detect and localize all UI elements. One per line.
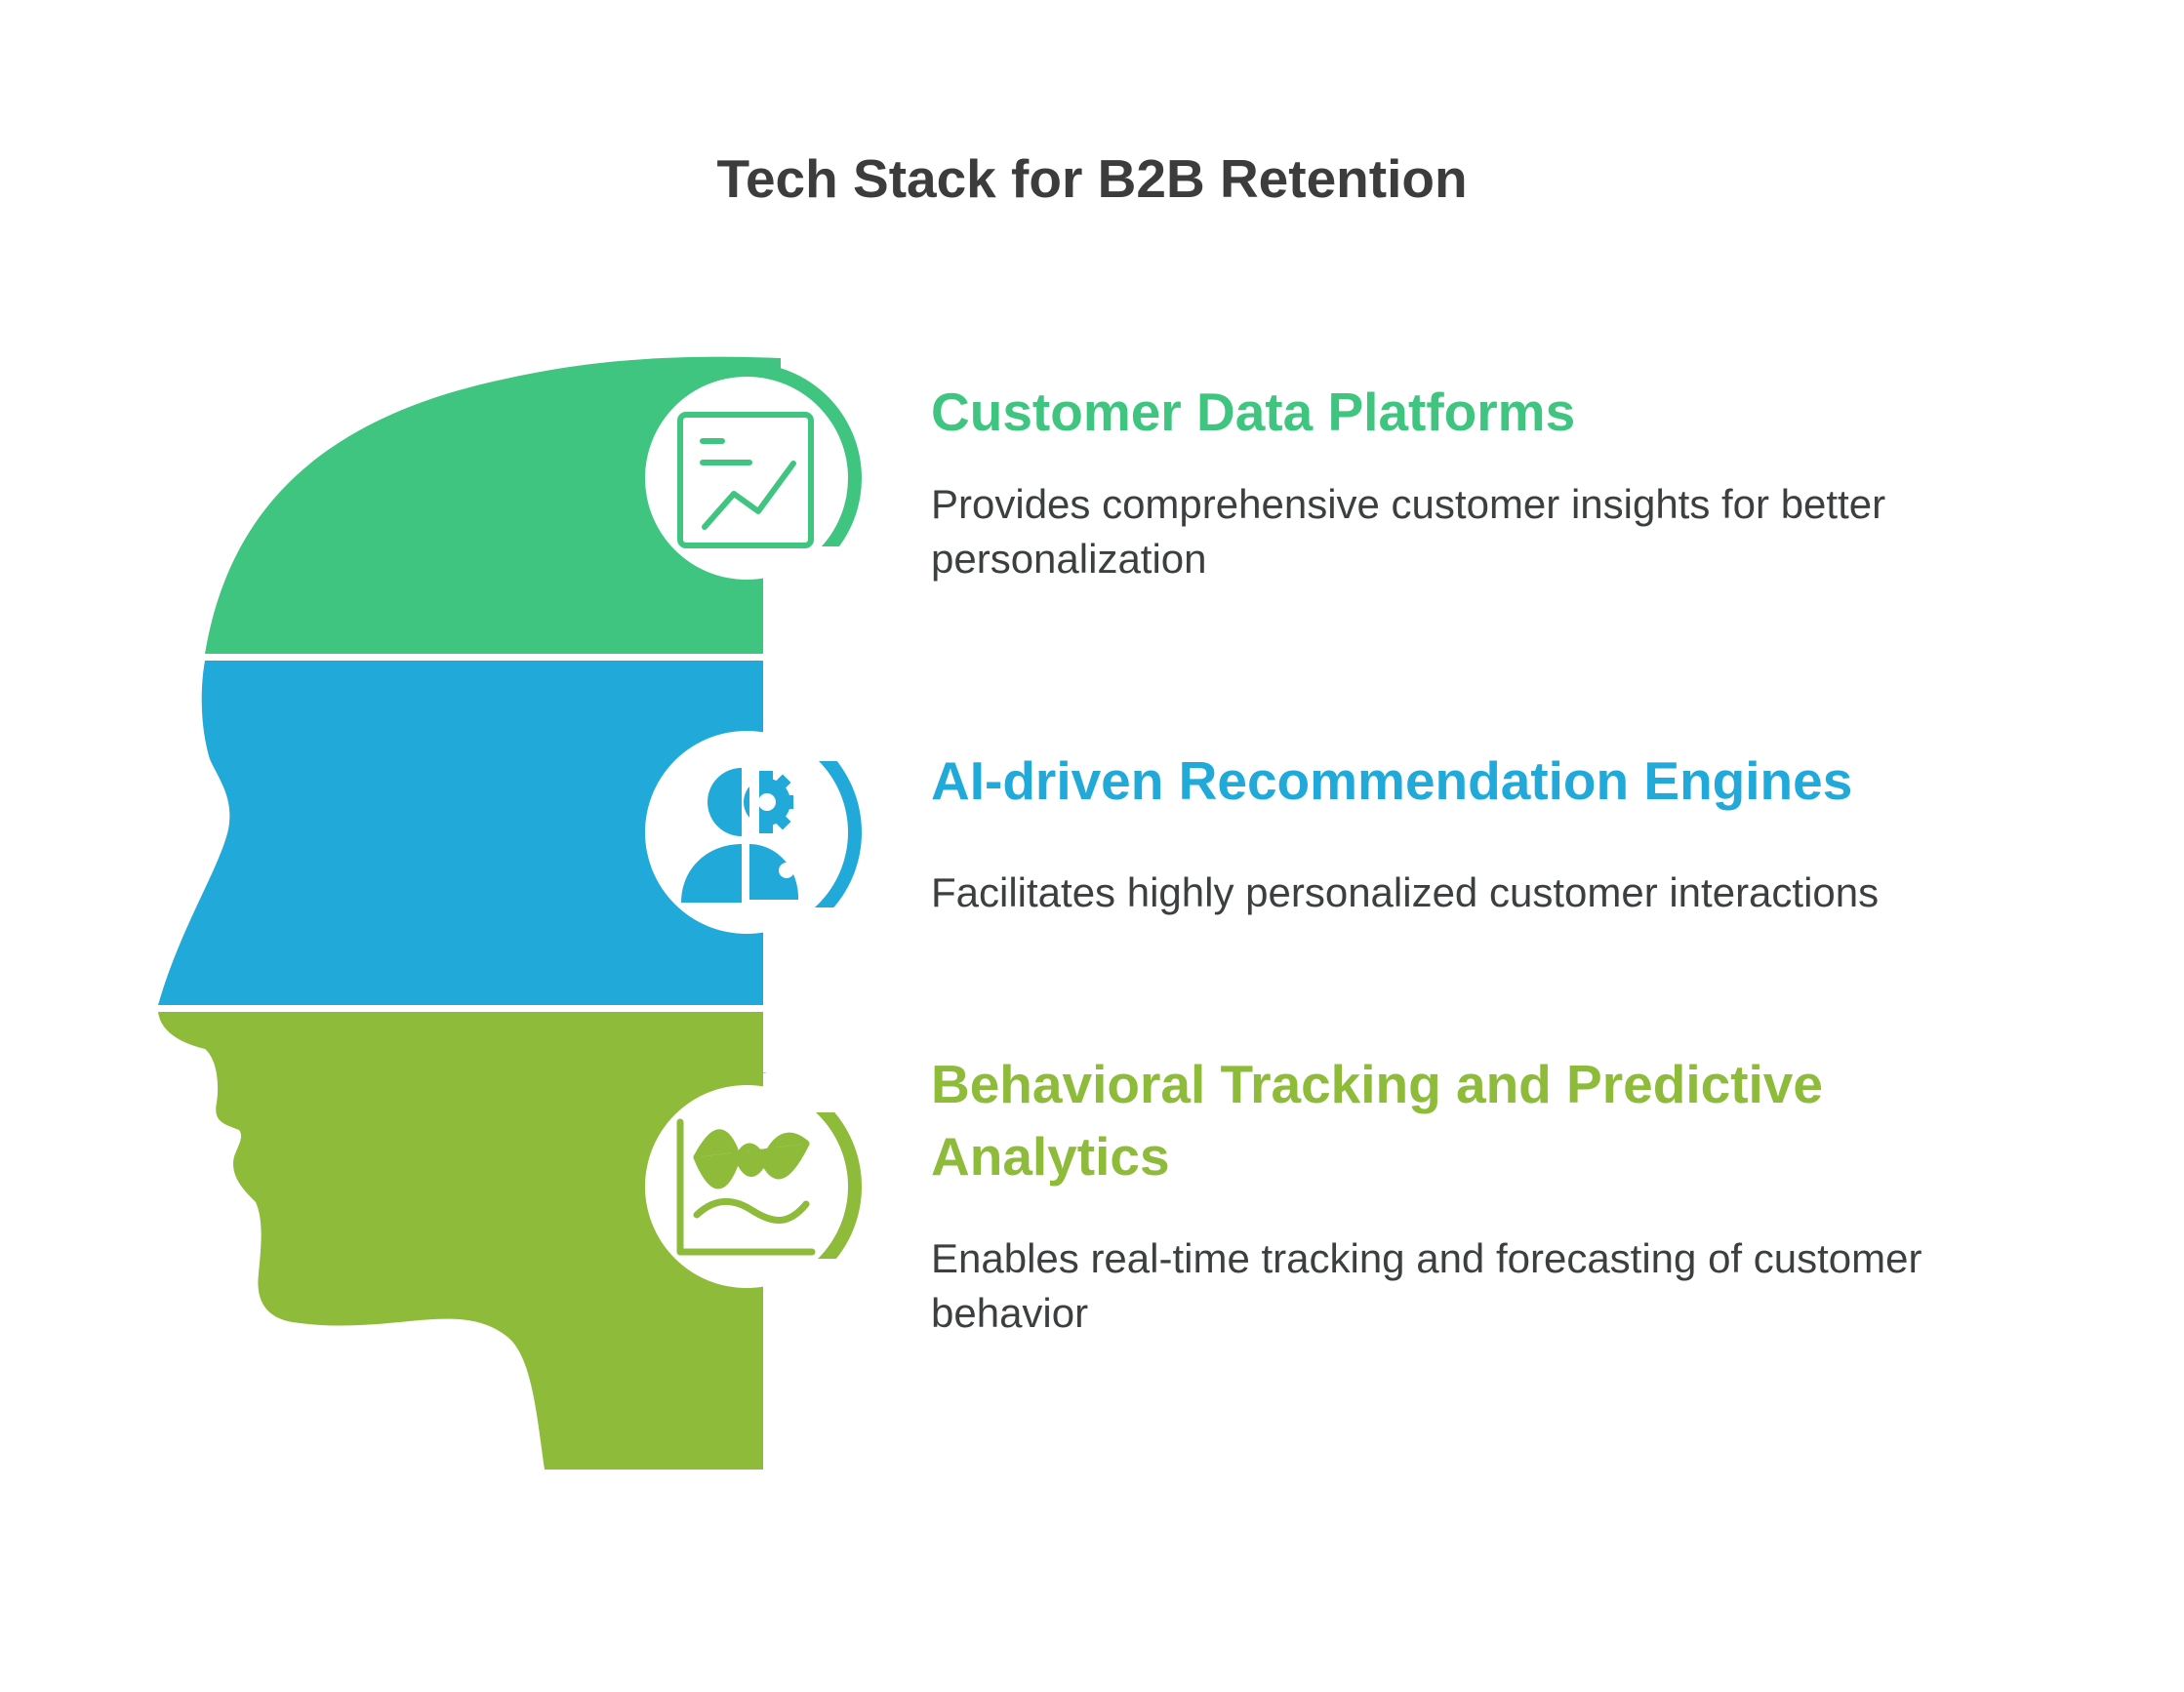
section-behavioral-tracking: Behavioral Tracking and Predictive Analy… xyxy=(931,1048,2053,1341)
section-description: Provides comprehensive customer insights… xyxy=(931,481,1886,582)
section-description: Enables real-time tracking and forecasti… xyxy=(931,1235,1922,1336)
head-segment-top xyxy=(205,356,862,656)
section-customer-data-platforms: Customer Data Platforms Provides compreh… xyxy=(931,376,2053,586)
person-gear-icon xyxy=(681,766,799,907)
section-ai-recommendation-engines: AI-driven Recommendation Engines Facilit… xyxy=(931,745,2053,920)
section-heading: AI-driven Recommendation Engines xyxy=(931,750,1853,811)
diagram-title: Tech Stack for B2B Retention xyxy=(716,148,1468,209)
section-description: Facilitates highly personalized customer… xyxy=(931,869,1880,915)
wave-chart-icon xyxy=(676,1118,816,1256)
section-heading: Customer Data Platforms xyxy=(931,382,1576,442)
head-segment-bottom xyxy=(158,1012,862,1470)
chart-board-icon xyxy=(677,412,814,548)
section-heading: Behavioral Tracking and Predictive Analy… xyxy=(931,1054,1823,1187)
